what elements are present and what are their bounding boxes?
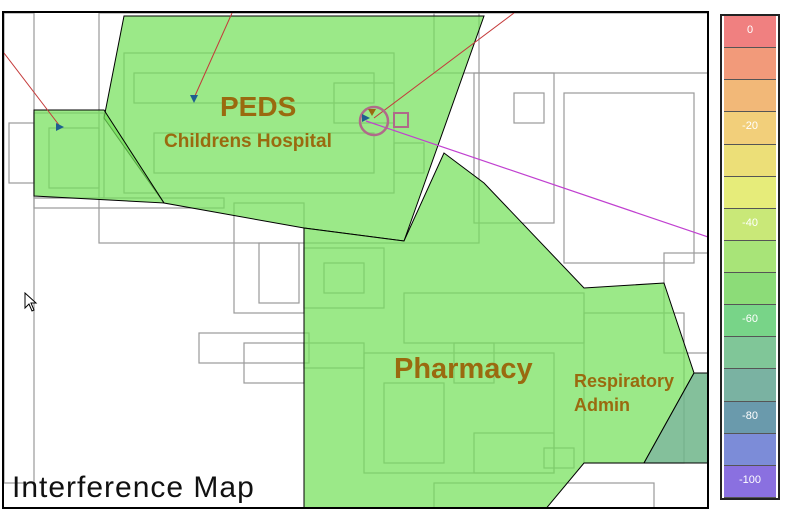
coverage-zone-weak — [643, 372, 707, 464]
arrow-cursor-icon — [24, 292, 38, 312]
link-red-2 — [193, 13, 233, 99]
legend-segment: 0 — [724, 16, 776, 49]
coverage-zone-west — [33, 109, 165, 204]
floor-plan-map[interactable]: PEDS Childrens Hospital Pharmacy Respira… — [2, 11, 709, 509]
legend-segment — [724, 80, 776, 113]
link-red-1 — [4, 52, 60, 126]
legend-segment: -100 — [724, 465, 776, 498]
legend-segment — [724, 337, 776, 370]
legend-segment — [724, 48, 776, 81]
label-peds: PEDS — [220, 91, 297, 122]
signal-strength-legend: 0 -20 -40 -60 -80 -100 — [720, 14, 780, 500]
legend-segment — [724, 369, 776, 402]
access-point-icon[interactable] — [56, 123, 64, 131]
access-point-icon[interactable] — [190, 95, 198, 103]
legend-tick-label: 0 — [746, 24, 754, 36]
label-respiratory: Respiratory — [574, 371, 675, 391]
legend-tick-label: -20 — [742, 120, 758, 133]
legend-tick-label: -100 — [738, 473, 762, 486]
label-pharmacy: Pharmacy — [394, 353, 533, 385]
map-title: Interference Map — [12, 471, 255, 504]
link-red-3 — [373, 13, 515, 119]
legend-segment — [724, 144, 776, 177]
legend-segment — [724, 240, 776, 274]
legend-segment: -80 — [724, 401, 776, 434]
legend-tick-label: -80 — [742, 409, 758, 422]
legend-tick-label: -40 — [742, 216, 758, 229]
label-admin: Admin — [574, 395, 630, 415]
legend-segment: -60 — [724, 305, 776, 338]
access-point-icon[interactable] — [362, 114, 370, 122]
legend-segment — [724, 433, 776, 466]
legend-segment — [724, 273, 776, 306]
legend-segment: -20 — [724, 112, 776, 145]
legend-tick-label: -60 — [742, 313, 758, 326]
legend-segment — [724, 176, 776, 209]
access-point-icon[interactable] — [368, 109, 376, 116]
legend-segment: -40 — [724, 208, 776, 241]
coverage-zone-pharmacy — [303, 152, 695, 507]
ap-square — [393, 112, 409, 128]
label-childrens-hospital: Childrens Hospital — [164, 131, 332, 152]
floor-plan-svg — [4, 13, 707, 507]
ap-ring — [358, 105, 390, 137]
link-magenta — [365, 120, 707, 238]
